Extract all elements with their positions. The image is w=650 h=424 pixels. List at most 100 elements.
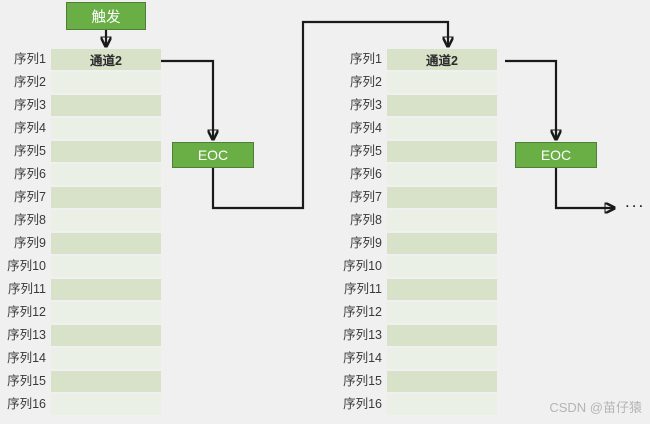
sequence-label: 序列8 [350, 213, 382, 227]
table-row[interactable]: 序列14 [4, 347, 161, 370]
sequence-label: 序列1 [14, 52, 46, 66]
table-row[interactable]: 序列14 [340, 347, 497, 370]
sequence-group-right: 序列1 通道2 序列2 序列3 序列4 序列5 序列6 序列7 序列8 [340, 48, 497, 416]
table-row[interactable]: 序列8 [4, 209, 161, 232]
sequence-cell[interactable] [387, 348, 497, 369]
table-row[interactable]: 序列9 [340, 232, 497, 255]
wire-right-eoc-to-continuation [554, 168, 614, 208]
sequence-cell[interactable] [387, 187, 497, 208]
sequence-cell[interactable] [51, 187, 161, 208]
sequence-label: 序列12 [343, 305, 382, 319]
continuation-ellipsis: ... [625, 192, 646, 211]
table-row[interactable]: 序列3 [340, 94, 497, 117]
table-row[interactable]: 序列5 [4, 140, 161, 163]
sequence-label: 序列9 [14, 236, 46, 250]
eoc-box-left[interactable]: EOC [172, 142, 254, 168]
sequence-cell[interactable] [51, 164, 161, 185]
table-row[interactable]: 序列16 [4, 393, 161, 416]
sequence-cell[interactable] [51, 302, 161, 323]
sequence-cell[interactable] [387, 95, 497, 116]
sequence-label: 序列12 [7, 305, 46, 319]
table-row[interactable]: 序列11 [340, 278, 497, 301]
sequence-cell[interactable] [51, 371, 161, 392]
sequence-cell[interactable] [387, 233, 497, 254]
table-row[interactable]: 序列3 [4, 94, 161, 117]
sequence-label: 序列13 [343, 328, 382, 342]
sequence-cell[interactable] [51, 141, 161, 162]
table-row[interactable]: 序列15 [4, 370, 161, 393]
trigger-box[interactable]: 触发 [66, 2, 146, 30]
table-row[interactable]: 序列16 [340, 393, 497, 416]
table-row[interactable]: 序列2 [4, 71, 161, 94]
sequence-label: 序列16 [343, 397, 382, 411]
table-row[interactable]: 序列10 [340, 255, 497, 278]
sequence-cell[interactable] [51, 72, 161, 93]
table-row[interactable]: 序列4 [4, 117, 161, 140]
sequence-label: 序列11 [344, 282, 382, 296]
table-row[interactable]: 序列5 [340, 140, 497, 163]
sequence-cell[interactable] [51, 325, 161, 346]
table-row[interactable]: 序列2 [340, 71, 497, 94]
channel-header-cell-left[interactable]: 通道2 [51, 49, 161, 70]
wire-right-channel-to-eoc [505, 59, 556, 139]
sequence-cell[interactable] [387, 279, 497, 300]
table-row[interactable]: 序列9 [4, 232, 161, 255]
table-row[interactable]: 序列10 [4, 255, 161, 278]
sequence-cell[interactable] [387, 325, 497, 346]
sequence-label: 序列14 [7, 351, 46, 365]
eoc-label: EOC [540, 147, 572, 163]
table-row[interactable]: 序列12 [340, 301, 497, 324]
sequence-label: 序列2 [14, 75, 46, 89]
sequence-label: 序列4 [14, 121, 46, 135]
table-row[interactable]: 序列8 [340, 209, 497, 232]
table-row[interactable]: 序列11 [4, 278, 161, 301]
sequence-cell[interactable] [51, 348, 161, 369]
sequence-label: 序列5 [350, 144, 382, 158]
sequence-cell[interactable] [387, 118, 497, 139]
sequence-label: 序列7 [350, 190, 382, 204]
sequence-cell[interactable] [387, 302, 497, 323]
table-row[interactable]: 序列13 [340, 324, 497, 347]
sequence-label: 序列4 [350, 121, 382, 135]
table-row[interactable]: 序列6 [340, 163, 497, 186]
sequence-label: 序列15 [7, 374, 46, 388]
sequence-cell[interactable] [387, 141, 497, 162]
sequence-label: 序列3 [350, 98, 382, 112]
sequence-cell[interactable] [51, 210, 161, 231]
sequence-cell[interactable] [387, 164, 497, 185]
table-row[interactable]: 序列15 [340, 370, 497, 393]
sequence-label: 序列6 [350, 167, 382, 181]
table-row[interactable]: 序列7 [340, 186, 497, 209]
table-row[interactable]: 序列4 [340, 117, 497, 140]
sequence-cell[interactable] [51, 95, 161, 116]
sequence-cell[interactable] [51, 394, 161, 415]
sequence-cell[interactable] [387, 256, 497, 277]
sequence-cell[interactable] [51, 256, 161, 277]
eoc-box-right[interactable]: EOC [515, 142, 597, 168]
trigger-label: 触发 [91, 9, 121, 26]
sequence-cell[interactable] [387, 210, 497, 231]
sequence-label: 序列5 [14, 144, 46, 158]
sequence-label: 序列14 [343, 351, 382, 365]
table-row[interactable]: 序列12 [4, 301, 161, 324]
sequence-label: 序列1 [350, 52, 382, 66]
sequence-cell[interactable] [51, 233, 161, 254]
table-row[interactable]: 序列7 [4, 186, 161, 209]
sequence-cell[interactable] [51, 118, 161, 139]
sequence-label: 序列16 [7, 397, 46, 411]
table-row[interactable]: 序列6 [4, 163, 161, 186]
sequence-label: 序列2 [350, 75, 382, 89]
sequence-cell[interactable] [387, 394, 497, 415]
sequence-cell[interactable] [387, 72, 497, 93]
sequence-cell[interactable] [51, 279, 161, 300]
channel-header-cell-right[interactable]: 通道2 [387, 49, 497, 70]
table-row[interactable]: 序列1 通道2 [340, 48, 497, 71]
sequence-label: 序列15 [343, 374, 382, 388]
table-row[interactable]: 序列13 [4, 324, 161, 347]
sequence-label: 序列11 [8, 282, 46, 296]
table-row[interactable]: 序列1 通道2 [4, 48, 161, 71]
sequence-cell[interactable] [387, 371, 497, 392]
sequence-label: 序列9 [350, 236, 382, 250]
sequence-label: 序列10 [343, 259, 382, 273]
